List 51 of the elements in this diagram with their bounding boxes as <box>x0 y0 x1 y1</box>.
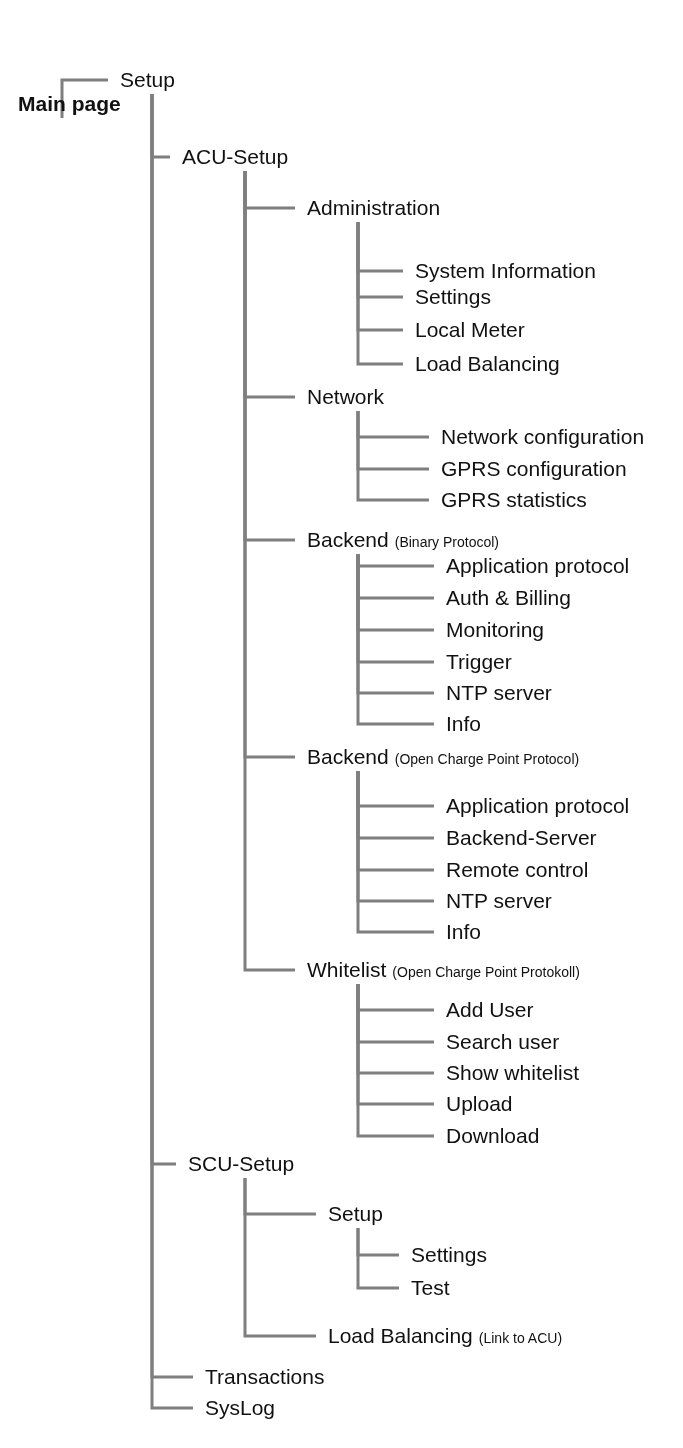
menu-item: GPRS configuration <box>441 457 627 480</box>
menu-heading: Main page <box>18 92 121 115</box>
menu-item: Download <box>446 1124 540 1147</box>
menu-item-note: (Open Charge Point Protocol) <box>394 751 580 767</box>
menu-item: Trigger <box>446 650 512 673</box>
menu-item: Backend <box>307 528 389 551</box>
menu-item: NTP server <box>446 889 552 912</box>
menu-item: Add User <box>446 998 534 1021</box>
tree-connector <box>243 1178 316 1338</box>
menu-item: SysLog <box>205 1396 276 1419</box>
menu-item: Backend <box>307 745 389 768</box>
menu-item: NTP server <box>446 681 552 704</box>
menu-item: Show whitelist <box>446 1061 580 1084</box>
menu-item: Upload <box>446 1092 513 1115</box>
menu-item: Monitoring <box>446 618 545 641</box>
menu-item: Auth & Billing <box>446 586 571 609</box>
menu-item: Network configuration <box>441 425 645 448</box>
menu-item-note: (Binary Protocol) <box>394 534 499 550</box>
menu-item: SCU-Setup <box>188 1152 295 1175</box>
menu-item: Test <box>411 1276 450 1299</box>
menu-item: Transactions <box>205 1365 325 1388</box>
menu-item: Setup <box>328 1202 383 1225</box>
menu-item: ACU-Setup <box>182 145 289 168</box>
menu-item: Application protocol <box>446 554 630 577</box>
menu-item: Settings <box>411 1243 487 1266</box>
menu-item: Settings <box>415 285 491 308</box>
tree-connector <box>243 171 295 972</box>
tree-connector <box>356 771 434 934</box>
menu-item: Setup <box>120 68 175 91</box>
menu-item-note: (Open Charge Point Protokoll) <box>392 964 580 980</box>
menu-item: Info <box>446 712 482 735</box>
menu-item: GPRS statistics <box>441 488 587 511</box>
menu-item: Network <box>307 385 385 408</box>
tree-connector <box>356 984 434 1138</box>
menu-item: Load Balancing <box>415 352 560 375</box>
tree-connector <box>356 222 403 366</box>
menu-item: Backend-Server <box>446 826 597 849</box>
menu-item: Local Meter <box>415 318 525 341</box>
tree-connector <box>356 1228 399 1290</box>
menu-item: Application protocol <box>446 794 630 817</box>
tree-connector <box>356 554 434 726</box>
tree-connector <box>60 78 108 118</box>
menu-item: System Information <box>415 259 596 282</box>
menu-item: Administration <box>307 196 441 219</box>
menu-item: Whitelist <box>307 958 387 981</box>
menu-item: Load Balancing <box>328 1324 473 1347</box>
menu-item: Info <box>446 920 482 943</box>
menu-item: Remote control <box>446 858 589 881</box>
menu-item: Search user <box>446 1030 560 1053</box>
tree-connector <box>356 411 429 502</box>
menu-item-note: (Link to ACU) <box>478 1330 563 1346</box>
